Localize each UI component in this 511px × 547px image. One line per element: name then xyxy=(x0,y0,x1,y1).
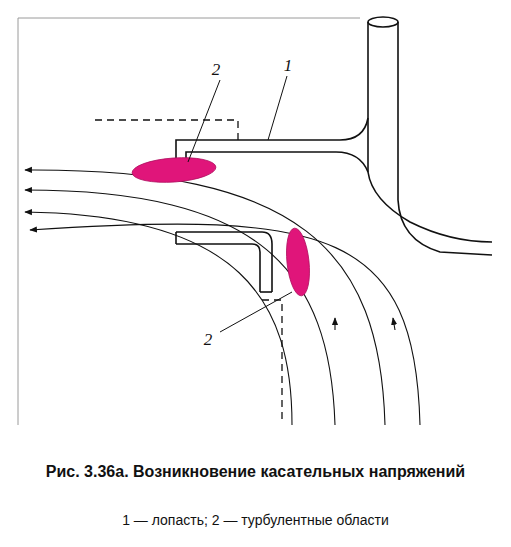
callout-number: 2 xyxy=(210,60,223,79)
blade-outline xyxy=(176,118,368,292)
shaft xyxy=(368,17,492,255)
legend-text: 1 — лопасть; 2 — турбулентные области xyxy=(0,512,511,530)
flow-lines xyxy=(25,170,420,425)
callout-number: 2 xyxy=(202,330,215,349)
callout-number: 1 xyxy=(282,56,295,75)
figure-caption: Рис. 3.36а. Возникновение касательных на… xyxy=(0,462,511,482)
dashed-contour xyxy=(95,120,282,420)
leader-lines xyxy=(188,76,292,332)
frame xyxy=(18,18,360,425)
turbulent-zones xyxy=(131,155,312,297)
